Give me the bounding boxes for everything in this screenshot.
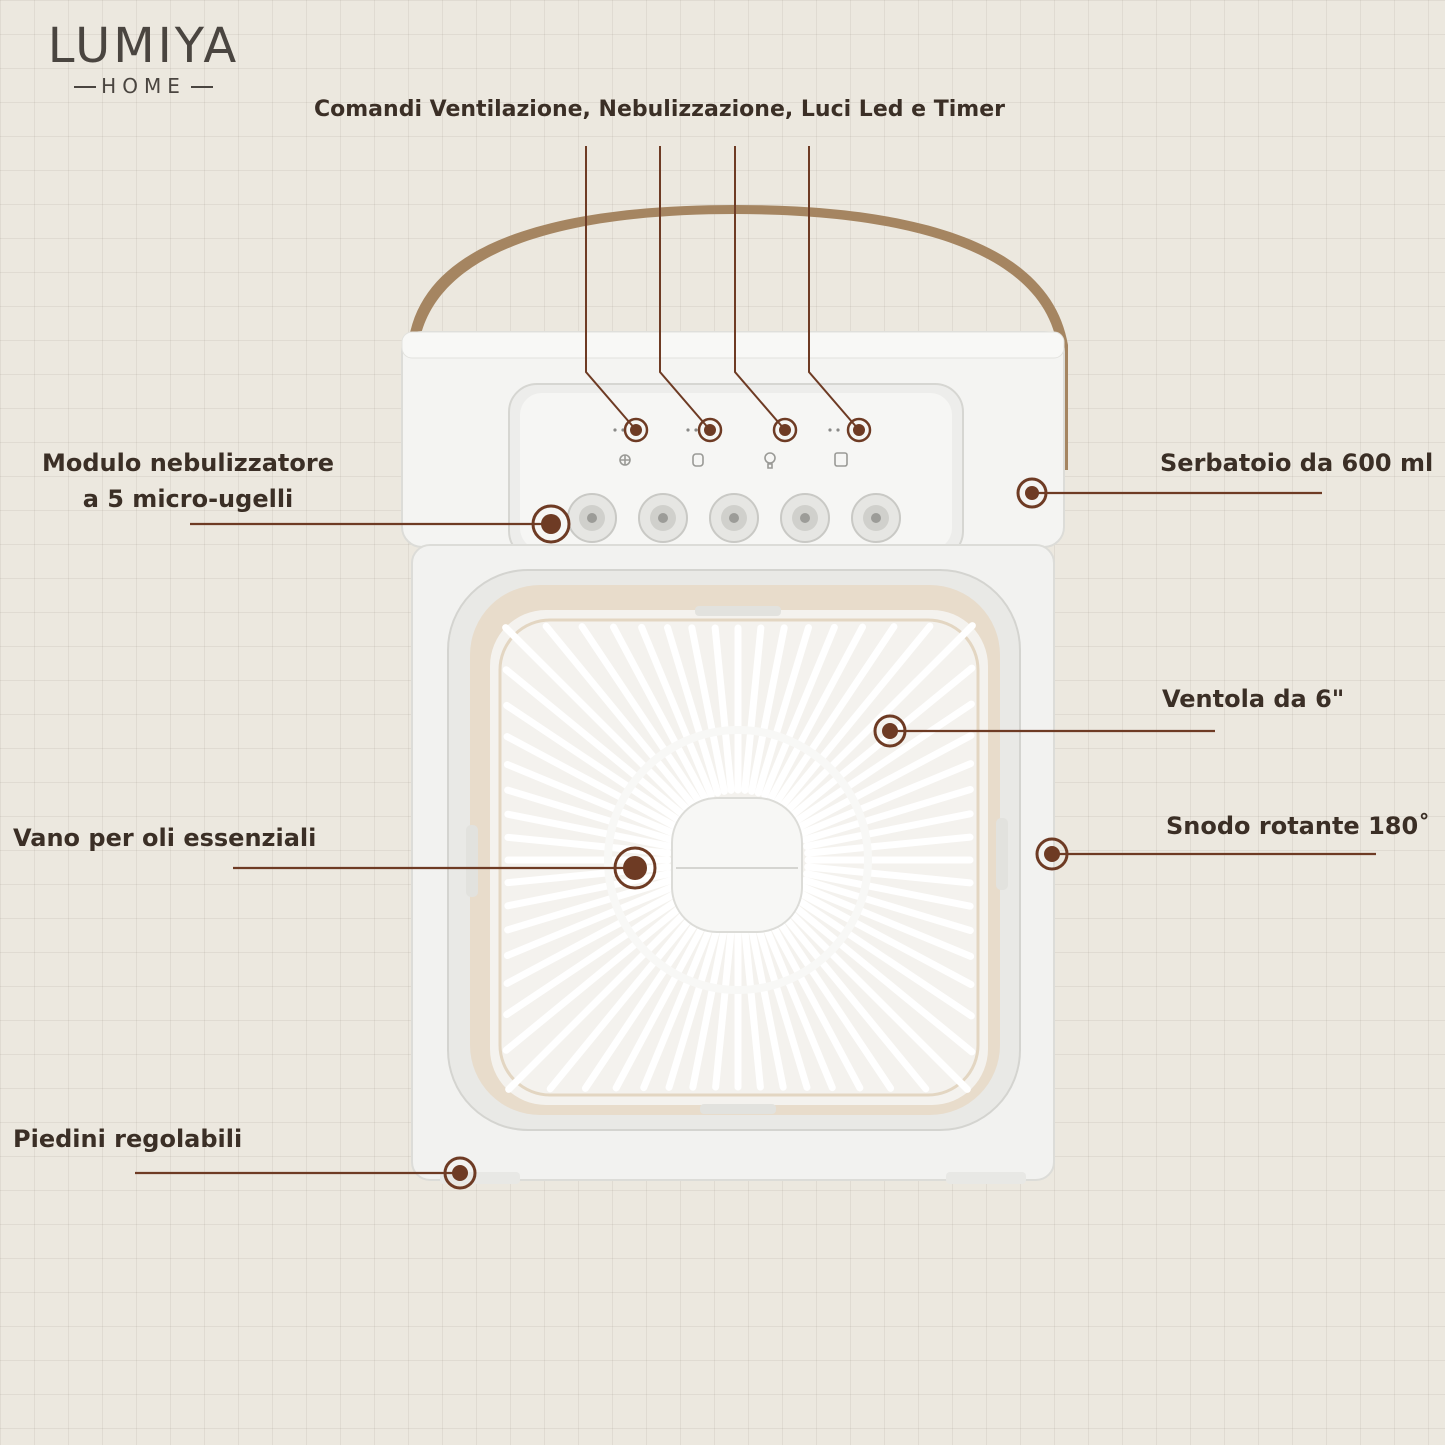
grille-spoke — [741, 624, 765, 794]
label-oils: Vano per oli essenziali — [13, 824, 317, 852]
grille-spoke — [578, 623, 703, 806]
grille-spoke — [773, 914, 895, 1092]
grille-spoke — [767, 918, 864, 1092]
tank-lid — [401, 331, 1065, 359]
control-icons — [619, 452, 848, 469]
grille-spoke — [748, 624, 788, 795]
grille-spoke — [761, 921, 836, 1092]
grille-border — [498, 618, 980, 1097]
grille-spoke — [741, 926, 764, 1091]
grille-spoke — [778, 622, 934, 810]
callout-markers — [443, 417, 1069, 1190]
grille-ring-outer — [604, 726, 872, 994]
fan-hub — [671, 797, 803, 933]
grille-spoke — [799, 883, 975, 960]
label-fan: Ventola da 6" — [1162, 685, 1345, 713]
grille-spoke — [503, 889, 680, 987]
grille-spoke — [503, 895, 684, 1019]
grille-spoke — [664, 624, 722, 797]
grille-spoke — [503, 701, 684, 825]
grille-spoke — [803, 870, 974, 910]
grille-spoke — [804, 863, 974, 887]
grille-spoke — [748, 925, 787, 1091]
grille-spoke — [796, 889, 975, 989]
marker-nozzle — [531, 504, 571, 544]
grille-spoke — [612, 918, 709, 1092]
marker-fan-control — [623, 417, 649, 443]
fan-grille — [502, 622, 976, 1093]
grille-spoke — [788, 664, 976, 820]
grille-spoke — [581, 914, 703, 1092]
mist-icon — [692, 453, 704, 467]
grille-spoke — [712, 926, 735, 1091]
grille-spoke — [792, 700, 975, 825]
marker-oils — [613, 846, 657, 890]
grille-spoke — [542, 622, 698, 810]
grille-spoke — [640, 921, 715, 1092]
marker-timer-control — [846, 417, 872, 443]
marker-tank — [1016, 477, 1048, 509]
grille-spoke — [502, 900, 688, 1054]
label-tank: Serbatoio da 600 ml — [1160, 449, 1434, 477]
timer-icon — [834, 452, 848, 467]
label-nozzle-line1: Modulo nebulizzatore — [42, 449, 334, 477]
marker-fan — [873, 714, 907, 748]
mist-nozzles — [567, 493, 901, 543]
marker-light-control — [772, 417, 798, 443]
grille-spoke — [502, 666, 688, 820]
label-feet: Piedini regolabili — [13, 1125, 243, 1153]
grille-spoke — [783, 905, 971, 1093]
grille-spoke — [688, 624, 728, 795]
grille-spoke — [778, 910, 930, 1093]
fan-icon — [619, 454, 631, 466]
label-joint: Snodo rotante 180˚ — [1166, 812, 1431, 840]
grille-spoke — [505, 905, 693, 1093]
grille-spoke — [503, 733, 680, 831]
grille-spoke — [503, 760, 677, 837]
grille-spoke — [504, 876, 675, 934]
label-controls: Comandi Ventilazione, Nebulizzazione, Lu… — [314, 97, 1005, 122]
pivot-right — [996, 818, 1008, 890]
grille-spoke — [767, 623, 867, 802]
grille-spoke — [504, 786, 675, 844]
grille-spoke — [665, 923, 722, 1091]
foot-right — [946, 1172, 1026, 1184]
bulb-icon — [764, 452, 776, 469]
marker-mist-control — [697, 417, 723, 443]
grille-spoke — [546, 910, 698, 1093]
indicator-leds — [613, 428, 840, 432]
grille-spoke — [689, 925, 728, 1091]
grille-spoke — [761, 623, 838, 799]
grille-spoke — [609, 623, 709, 802]
brand-name: LUMIYA — [47, 18, 240, 74]
grille-spoke — [801, 786, 974, 844]
grille-spoke — [638, 623, 715, 799]
grille-spoke — [788, 900, 976, 1056]
grille-spoke — [796, 731, 975, 831]
grille-spoke — [801, 876, 974, 934]
brand-sub: HOME — [36, 74, 251, 98]
brand-logo: LUMIYA HOME — [36, 20, 251, 98]
grille-spoke — [754, 923, 811, 1091]
grille-spoke — [503, 883, 677, 960]
grille-spoke — [504, 870, 673, 910]
pivot-left — [466, 825, 478, 897]
marker-feet — [443, 1156, 477, 1190]
grille-spoke — [773, 623, 898, 806]
grille-spoke — [799, 760, 975, 837]
grille-spoke — [502, 624, 693, 815]
grille-spoke — [504, 810, 673, 850]
marker-joint — [1035, 837, 1069, 871]
controls-leaders — [585, 146, 860, 431]
grille-spoke — [792, 895, 975, 1020]
grille-spoke — [803, 810, 974, 850]
grille-spoke — [804, 833, 974, 857]
grille-spoke — [711, 624, 735, 794]
label-nozzle-line2: a 5 micro-ugelli — [82, 485, 294, 513]
grille-spoke — [754, 624, 812, 797]
